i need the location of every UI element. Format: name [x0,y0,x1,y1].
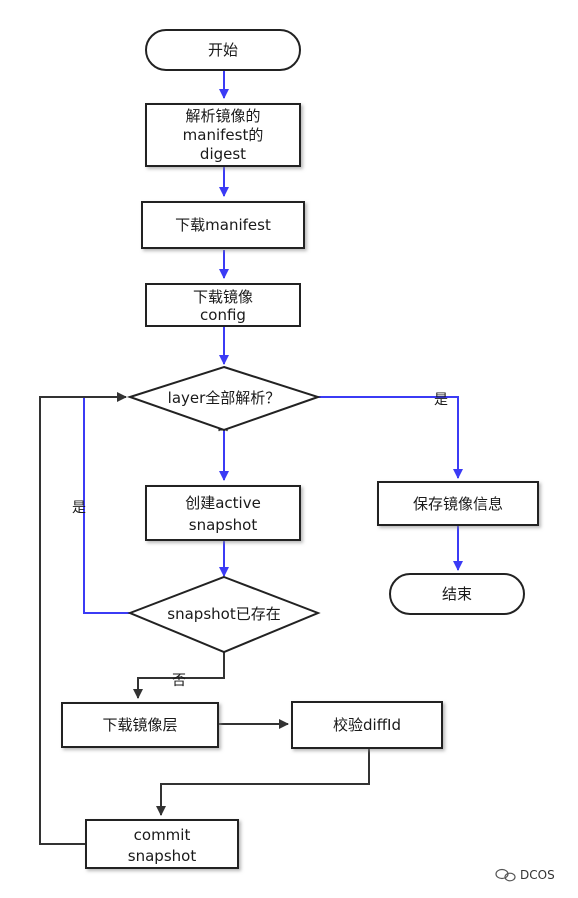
node-start-label: 开始 [208,41,238,59]
node-parse-digest-line-1: 解析镜像的 [185,107,260,125]
node-commit-snapshot: commit snapshot [85,819,239,869]
edge-commit-loop [39,392,127,845]
node-parse-digest-line-2: manifest的 [183,126,264,144]
node-download-manifest-label: 下载manifest [175,216,271,234]
node-verify-diffid-label: 校验diffId [333,716,401,734]
edge-decision-yes-to-save [318,396,463,479]
edge-label-exists-yes: 是 [72,500,86,516]
watermark-label: DCOS [520,868,555,882]
node-layers-parsed-label: layer全部解析？ [168,389,281,407]
node-commit-snapshot-line-1: commit [134,826,191,844]
node-download-layer: 下载镜像层 [61,702,219,748]
node-save-image-info: 保存镜像信息 [377,481,539,526]
node-commit-snapshot-line-2: snapshot [128,847,197,865]
node-layers-parsed-decision: layer全部解析？ [126,365,322,432]
edge-label-layers-yes: 是 [434,392,448,408]
node-download-config-line-2: config [200,306,246,324]
connectors [39,70,463,845]
node-snapshot-exists-label: snapshot已存在 [167,605,280,623]
node-start: 开始 [145,29,301,71]
node-download-manifest: 下载manifest [141,201,305,249]
node-create-snapshot-line-1: 创建active [185,494,261,512]
node-save-image-info-label: 保存镜像信息 [413,495,503,513]
node-end-label: 结束 [442,585,472,603]
edge-label-exists-no: 否 [172,673,186,689]
node-snapshot-exists-decision: snapshot已存在 [127,575,321,654]
node-download-config-line-1: 下载镜像 [193,288,253,306]
node-create-snapshot: 创建active snapshot [145,485,301,541]
node-download-config: 下载镜像 config [145,283,301,327]
node-verify-diffid: 校验diffId [291,701,443,749]
node-end: 结束 [389,573,525,615]
edge-exists-no-to-download [133,652,225,699]
node-parse-digest-line-3: digest [200,145,246,163]
node-download-layer-label: 下载镜像层 [102,716,177,734]
edge-exists-yes-loop [83,396,130,614]
node-create-snapshot-line-2: snapshot [189,516,258,534]
watermark: DCOS [495,868,555,882]
edge-verify-to-commit [156,748,370,816]
node-parse-digest: 解析镜像的 manifest的 digest [145,103,301,167]
chat-bubble-icon [495,868,516,882]
